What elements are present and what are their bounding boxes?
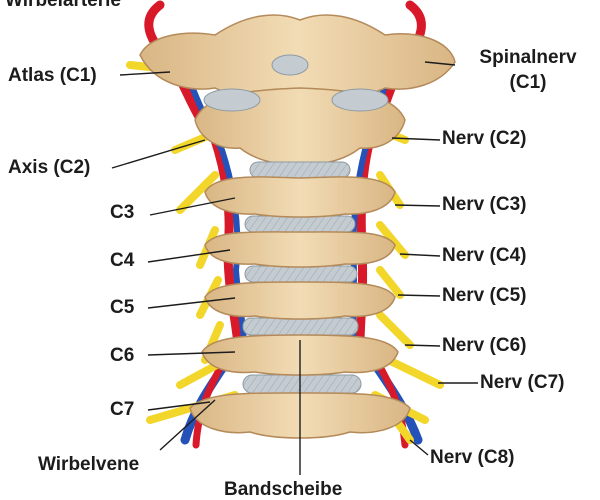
label-c6: C6: [110, 345, 135, 366]
label-c4: C4: [110, 250, 135, 271]
label-wirbelvene: Wirbelvene: [38, 454, 140, 475]
label-c7: C7: [110, 399, 135, 420]
label-nerve-c4: Nerv (C4): [442, 245, 527, 266]
label-c5: C5: [110, 297, 135, 318]
axis-vertebra: [194, 87, 406, 166]
atlas-vertebra: [139, 14, 456, 99]
label-nerve-c7: Nerv (C7): [480, 372, 565, 393]
label-axis: Axis (C2): [8, 157, 91, 178]
lower-cervical-vertebrae: [189, 176, 411, 439]
label-spinal-nerve: Spinalnerv (C1): [458, 48, 598, 92]
label-wirbelarterie: Wirbelarterie: [5, 0, 121, 11]
label-atlas: Atlas (C1): [8, 65, 97, 86]
label-c3: C3: [110, 202, 135, 223]
intervertebral-discs: [242, 161, 362, 394]
label-spinal-nerve-line2: (C1): [509, 72, 547, 93]
label-nerve-c8: Nerv (C8): [430, 447, 515, 468]
label-nerve-c6: Nerv (C6): [442, 335, 527, 356]
label-nerve-c2: Nerv (C2): [442, 128, 527, 149]
label-nerve-c3: Nerv (C3): [442, 194, 527, 215]
label-nerve-c5: Nerv (C5): [442, 285, 527, 306]
label-bandscheibe: Bandscheibe: [224, 479, 343, 500]
leader-lines: [111, 61, 478, 475]
label-spinal-nerve-line1: Spinalnerv: [479, 47, 577, 68]
